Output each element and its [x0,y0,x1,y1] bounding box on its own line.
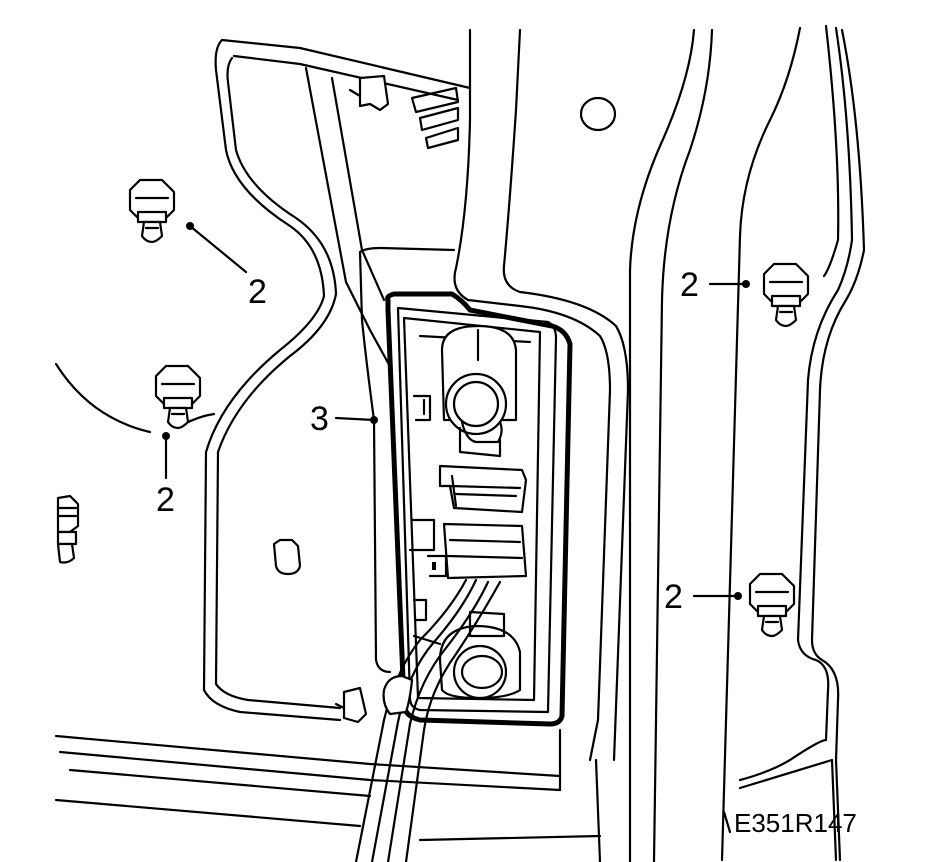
fastener-top-left [128,178,176,244]
fastener-mid-left [154,364,202,430]
figure-code: E351R147 [734,808,857,838]
wiring-harness [354,578,502,862]
fastener-upper-right [762,262,810,328]
lamp-holder [385,291,573,727]
fastener-lower-right [748,572,796,638]
callout-lamp-holder: 3 [310,400,329,438]
callout-fastener-lower-right: 2 [664,578,683,616]
callout-fastener-upper-right: 2 [680,266,699,304]
fastener-partial-left-edge [56,494,80,564]
callout-fastener-top-left: 2 [248,273,267,311]
callout-fastener-mid-left: 2 [156,481,175,519]
body-panel-outline [54,24,866,862]
leader-lines [162,222,750,834]
